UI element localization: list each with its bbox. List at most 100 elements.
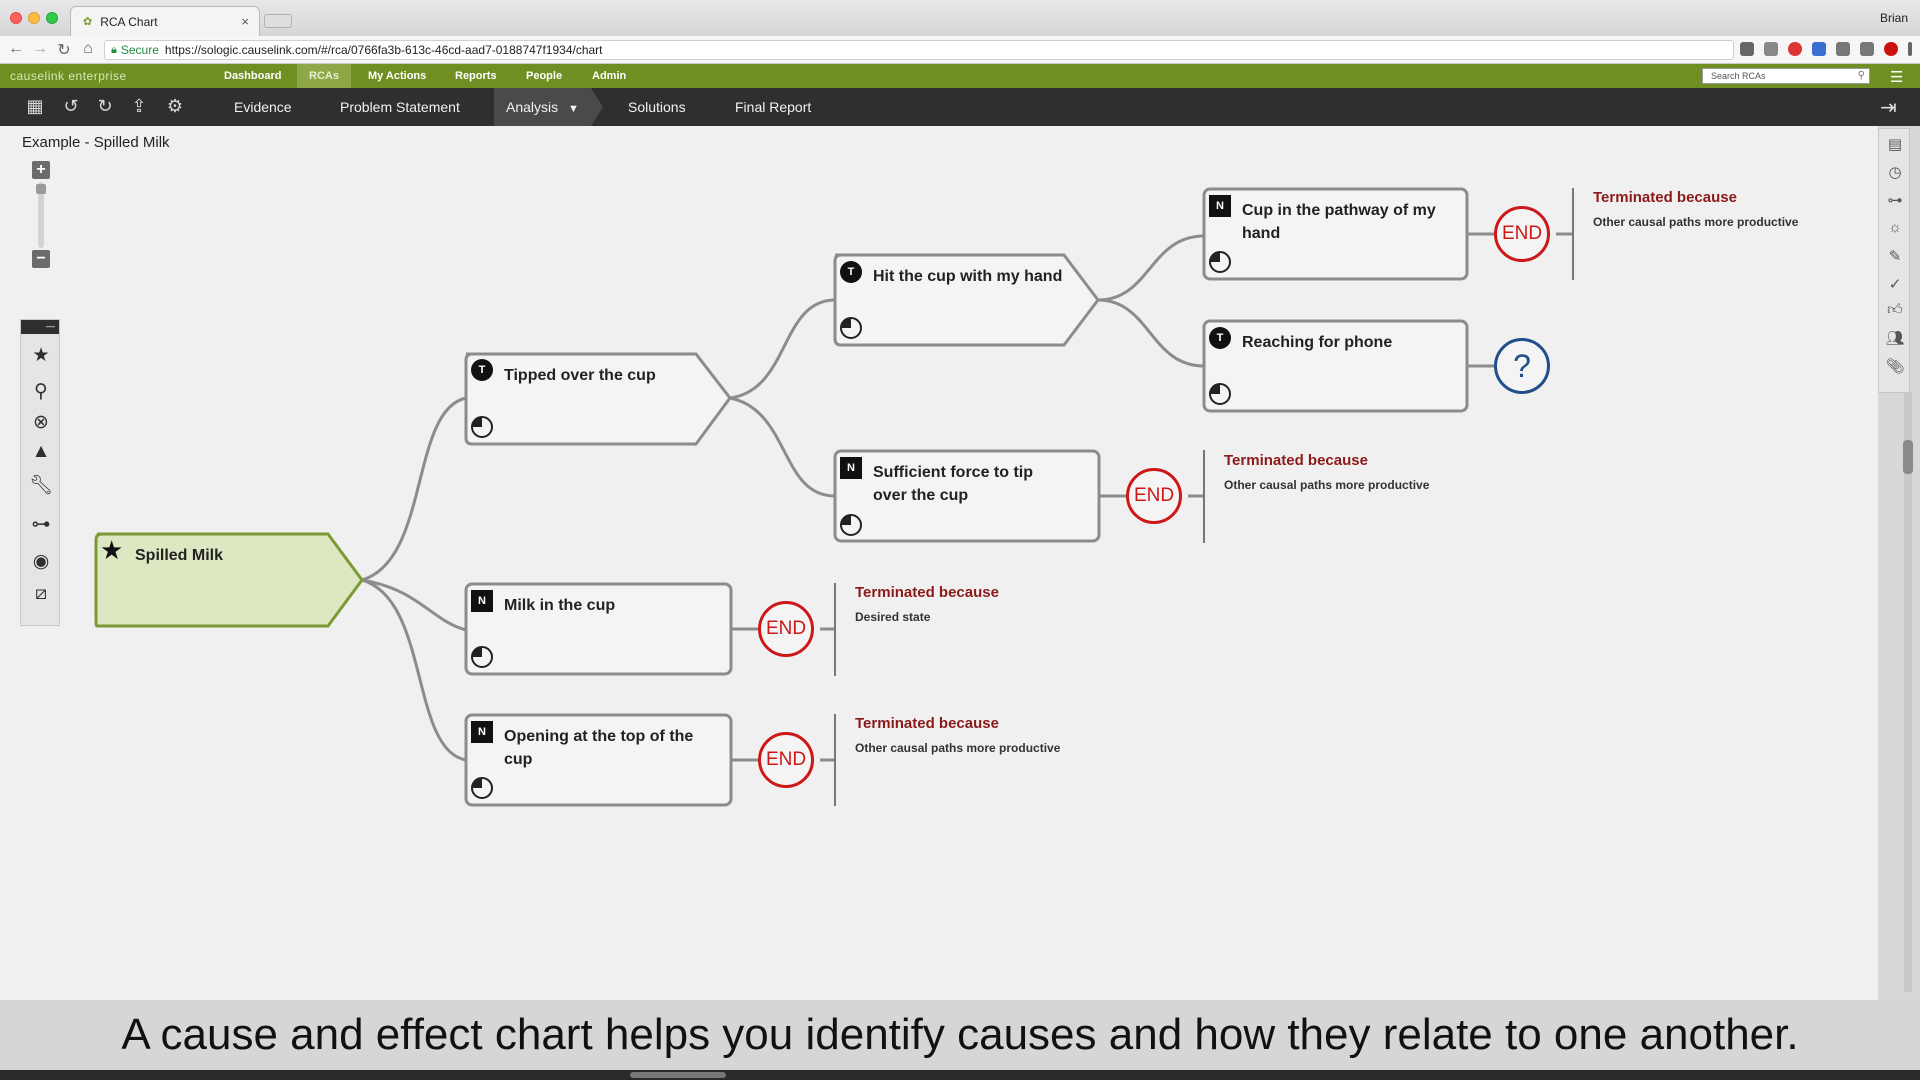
type-badge-n: N xyxy=(840,457,862,479)
screenshot-icon[interactable] xyxy=(1836,42,1850,56)
analysis-toolbar: ▦ ↺ ↻ ⇪ ⚙ Evidence Problem Statement Ana… xyxy=(0,88,1920,126)
reload-icon[interactable]: ↻ xyxy=(57,42,71,59)
tab-close-icon[interactable]: × xyxy=(241,14,249,29)
horizontal-scrollbar-thumb[interactable] xyxy=(630,1072,726,1078)
browser-user-name[interactable]: Brian xyxy=(1879,11,1908,25)
app-nav-bar: causelink enterprise Dashboard RCAs My A… xyxy=(0,64,1920,88)
edit-icon[interactable]: ✎ xyxy=(1888,248,1902,265)
cast-icon[interactable] xyxy=(1860,42,1874,56)
termination-reason-4: Other causal paths more productive xyxy=(855,741,1061,755)
termination-reason-2: Other causal paths more productive xyxy=(1224,478,1430,492)
exit-icon[interactable]: ⇥ xyxy=(1880,97,1897,119)
back-arrow-icon[interactable]: ← xyxy=(8,40,24,57)
minimize-window-button[interactable] xyxy=(28,12,40,24)
node-label-spilled-milk: Spilled Milk xyxy=(135,547,224,564)
vertical-scrollbar[interactable] xyxy=(1904,392,1912,992)
clock-icon[interactable]: ◷ xyxy=(1888,164,1902,181)
wrench-icon[interactable]: 🔧︎ xyxy=(28,475,54,496)
termination-reason-1: Other causal paths more productive xyxy=(1593,215,1799,229)
termination-title-3: Terminated because xyxy=(855,584,999,601)
nav-admin[interactable]: Admin xyxy=(592,70,627,82)
forward-arrow-icon[interactable]: → xyxy=(32,40,48,57)
node-label-tipped: Tipped over the cup xyxy=(504,367,656,384)
connector-tipped-hit xyxy=(729,298,836,400)
node-shape-cuppath xyxy=(1202,187,1469,281)
url-input[interactable]: 🔒︎ Secure https://sologic.causelink.com/… xyxy=(104,40,1734,60)
grid-icon[interactable]: ▦ xyxy=(26,96,44,116)
question-marker-reaching[interactable]: ? xyxy=(1494,338,1550,394)
search-rcas-input[interactable]: Search RCAs ⚲ xyxy=(1702,68,1870,84)
connector-spilled-opening xyxy=(361,578,467,762)
node-shape-opening xyxy=(464,713,733,807)
zoom-out-button[interactable]: − xyxy=(32,250,50,268)
hamburger-menu-icon[interactable]: ☰ xyxy=(1890,69,1904,86)
nav-dashboard[interactable]: Dashboard xyxy=(224,70,282,82)
end-marker-opening[interactable]: END xyxy=(758,732,814,788)
termination-title-1: Terminated because xyxy=(1593,189,1737,206)
connector-spilled-tipped xyxy=(361,396,467,582)
nav-rcas[interactable]: RCAs xyxy=(297,64,351,88)
vertical-scrollbar-thumb[interactable] xyxy=(1903,440,1913,474)
check-circle-icon[interactable]: ✓ xyxy=(1888,276,1902,293)
share-icon[interactable]: ⇪ xyxy=(131,96,147,116)
extension-blue-icon[interactable] xyxy=(1812,42,1826,56)
nav-reports[interactable]: Reports xyxy=(455,70,497,82)
nav-people[interactable]: People xyxy=(526,70,563,82)
remove-circle-icon[interactable]: ⊗ xyxy=(33,412,49,433)
tab-final-report[interactable]: Final Report xyxy=(735,99,812,115)
record-icon[interactable] xyxy=(1884,42,1898,56)
browser-tab-rca-chart[interactable]: ✿ RCA Chart × xyxy=(70,6,260,36)
horizontal-scrollbar[interactable] xyxy=(0,1070,1920,1080)
paperclip-icon[interactable]: 📎︎ xyxy=(1885,358,1905,375)
chart-title: Example - Spilled Milk xyxy=(22,134,170,151)
draw-line-icon[interactable]: ⧄ xyxy=(34,583,48,604)
close-window-button[interactable] xyxy=(10,12,22,24)
termination-title-4: Terminated because xyxy=(855,715,999,732)
tab-analysis[interactable]: Analysis ▼ xyxy=(494,88,603,126)
magnifier-icon[interactable]: ⚲ xyxy=(34,381,48,402)
connector-hit-reaching xyxy=(1097,298,1205,368)
end-marker-milk[interactable]: END xyxy=(758,601,814,657)
collapse-icon[interactable]: — xyxy=(46,321,55,331)
eye-icon[interactable]: ◉ xyxy=(32,551,50,572)
browser-menu-icon[interactable] xyxy=(1908,42,1912,56)
caption-bar xyxy=(0,1000,1920,1070)
key-icon[interactable] xyxy=(1740,42,1754,56)
tree-icon[interactable]: ⊶ xyxy=(1887,192,1903,209)
evidence-pie-fill xyxy=(841,318,851,328)
star-bookmark-icon[interactable] xyxy=(1764,42,1778,56)
new-tab-button[interactable] xyxy=(264,14,292,28)
document-icon[interactable]: ▤ xyxy=(1887,136,1903,153)
star-icon[interactable]: ★ xyxy=(32,345,50,366)
home-icon[interactable]: ⌂ xyxy=(83,40,93,57)
right-tool-palette: ▤ ◷ ⊶ ☼ ✎ ✓ 👍︎ 👥︎ 📎︎ xyxy=(1878,128,1910,393)
zoom-slider-track[interactable] xyxy=(38,182,44,248)
end-marker-cup-path[interactable]: END xyxy=(1494,206,1550,262)
maximize-window-button[interactable] xyxy=(46,12,58,24)
gear-icon[interactable]: ⚙ xyxy=(166,96,184,116)
undo-icon[interactable]: ↺ xyxy=(63,96,79,116)
node-label-force: Sufficient force to tip over the cup xyxy=(873,464,1033,504)
left-tool-palette: — ★ ⚲ ⊗ ▲ 🔧︎ ⊶ ◉ ⧄ xyxy=(20,319,60,626)
node-shape-tipped xyxy=(464,352,732,446)
lightbulb-icon[interactable]: ☼ xyxy=(1888,219,1902,236)
zoom-slider-handle[interactable] xyxy=(36,184,46,194)
palette-header[interactable]: — xyxy=(21,320,59,334)
secure-label: Secure xyxy=(120,43,159,57)
tab-problem-statement[interactable]: Problem Statement xyxy=(340,99,460,115)
tab-solutions[interactable]: Solutions xyxy=(628,99,686,115)
end-marker-force[interactable]: END xyxy=(1126,468,1182,524)
hierarchy-icon[interactable]: ⊶ xyxy=(31,514,51,535)
thumbs-up-icon[interactable]: 👍︎ xyxy=(1887,301,1903,318)
warning-icon[interactable]: ▲ xyxy=(31,441,51,462)
redo-icon[interactable]: ↻ xyxy=(97,96,113,116)
tab-evidence[interactable]: Evidence xyxy=(234,99,292,115)
zoom-in-button[interactable]: + xyxy=(32,161,50,179)
people-icon[interactable]: 👥︎ xyxy=(1885,330,1905,347)
search-icon[interactable]: ⚲ xyxy=(1857,70,1865,81)
connector-hit-cuppath xyxy=(1097,234,1205,302)
type-badge-t: T xyxy=(471,359,493,381)
chevron-down-icon: ▼ xyxy=(568,103,579,115)
nav-my-actions[interactable]: My Actions xyxy=(368,70,427,82)
adblock-icon[interactable] xyxy=(1788,42,1802,56)
